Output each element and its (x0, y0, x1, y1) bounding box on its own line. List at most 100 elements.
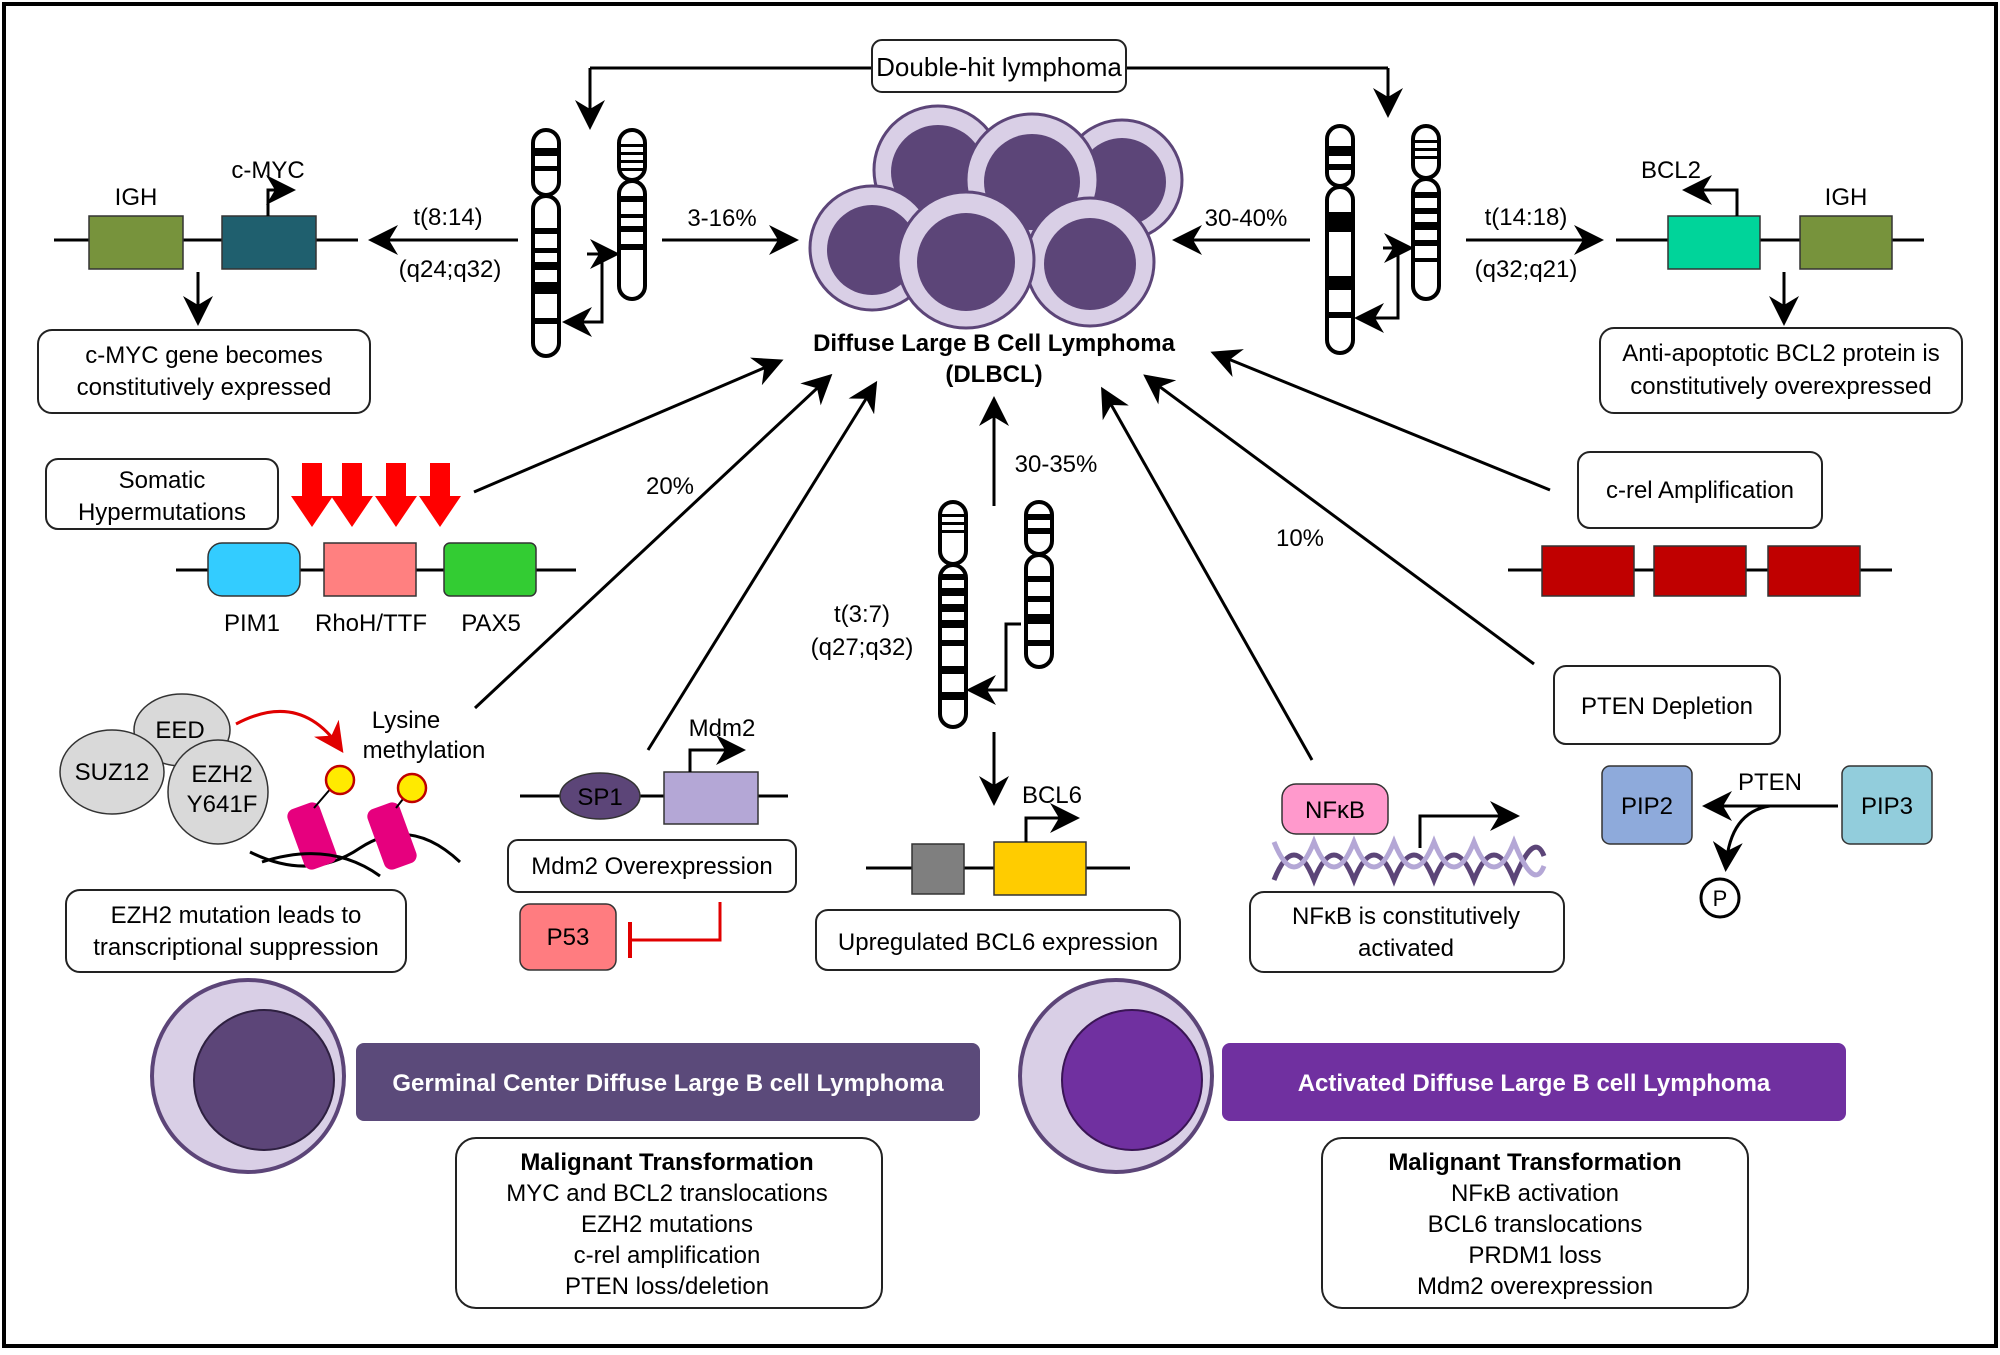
nfkb-result-line1: NFκB is constitutively (1292, 903, 1520, 930)
bcl6-gene-label: BCL6 (1022, 782, 1082, 809)
methylation-arrow (235, 710, 344, 753)
igh-gene-left (88, 215, 184, 270)
chromosome-7 (1024, 500, 1054, 669)
mdm2-gene (663, 771, 759, 825)
crel-gene-copy (1541, 545, 1635, 597)
mdm2-to-dlbcl-arrow (646, 380, 878, 751)
pim1-label: PIM1 (224, 610, 280, 637)
prc2-complex (59, 693, 269, 845)
abc-item: BCL6 translocations (1428, 1211, 1643, 1238)
bcl6-upstream-region (911, 843, 965, 895)
gcb-item: MYC and BCL2 translocations (506, 1180, 828, 1207)
phosphate-icon (1699, 877, 1741, 919)
somatic-percent: 20% (646, 473, 694, 500)
mdm2-gene-label: Mdm2 (689, 715, 756, 742)
gcb-item: EZH2 mutations (581, 1211, 753, 1238)
bcl2-gene (1667, 215, 1761, 270)
dlbcl-title-abbrev: (DLBCL) (945, 361, 1042, 388)
eed-label: EED (155, 717, 204, 744)
exchange-arrow-3-7 (966, 622, 1019, 705)
exchange-arrow-8-14 (562, 252, 604, 337)
pax5-gene (443, 542, 537, 597)
abc-item: Mdm2 overexpression (1417, 1273, 1653, 1300)
pten-enzyme-label: PTEN (1738, 769, 1802, 796)
bcl6-result-label: Upregulated BCL6 expression (838, 929, 1158, 956)
t3-7-label: t(3:7) (834, 601, 890, 628)
somatic-box (45, 458, 279, 530)
pax5-label: PAX5 (461, 610, 521, 637)
igh-gene-right (1799, 215, 1893, 270)
myc-result-line2: constitutively expressed (77, 374, 332, 401)
abc-item: PRDM1 loss (1468, 1242, 1601, 1269)
crel-to-dlbcl-arrow (1210, 349, 1551, 492)
abc-heading: Malignant Transformation (1388, 1149, 1681, 1176)
ezh2-to-dlbcl-arrow (473, 373, 833, 710)
pten-depletion-label: PTEN Depletion (1581, 693, 1753, 720)
pten-box (1553, 665, 1781, 745)
t8-14-bands: (q24;q32) (399, 256, 502, 283)
abc-cell-icon (1018, 978, 1214, 1174)
nfkb-result-box (1249, 891, 1565, 973)
methyl-group-icon (324, 764, 356, 796)
t3-7-bands: (q27;q32) (811, 634, 914, 661)
cell (1024, 196, 1156, 328)
somatic-to-dlbcl-arrow (473, 357, 784, 494)
t14-18-label: t(14:18) (1485, 204, 1568, 231)
cmyc-label: c-MYC (231, 157, 304, 184)
phosphate-release-arrow (1712, 804, 1771, 872)
rhoh-label: RhoH/TTF (315, 610, 427, 637)
nfkb-result-line2: activated (1358, 935, 1454, 962)
nfkb-protein (1281, 783, 1389, 835)
gcb-item: c-rel amplification (574, 1242, 761, 1269)
bcl2-result-line1: Anti-apoptotic BCL2 protein is (1622, 340, 1940, 367)
gcb-item: PTEN loss/deletion (565, 1273, 769, 1300)
somatic-line2: Hypermutations (78, 499, 246, 526)
bcl2-result-line2: constitutively overexpressed (1630, 373, 1931, 400)
bcl6-promoter-arrow (1024, 803, 1080, 842)
chromosome-14 (617, 128, 647, 301)
crel-gene-copy (1767, 545, 1861, 597)
bcl2-label: BCL2 (1641, 157, 1701, 184)
t14-18-bands: (q32;q21) (1475, 256, 1578, 283)
mutation-arrow-icon (375, 463, 417, 527)
gcb-transformation-box (455, 1137, 883, 1309)
nfkb-label: NFκB (1305, 797, 1365, 824)
mdm2-result-box (507, 839, 797, 893)
p53-box (519, 903, 617, 971)
suz12-protein (59, 729, 165, 815)
myc-result-line1: c-MYC gene becomes (85, 342, 322, 369)
pim1-gene (207, 542, 301, 597)
bcl6-percent: 30-35% (1015, 451, 1098, 478)
ezh2-label: EZH2 (191, 761, 252, 788)
abc-banner (1222, 1043, 1846, 1121)
phosphate-label: P (1713, 886, 1728, 911)
ezh2-result-line2: transcriptional suppression (93, 934, 378, 961)
bcl2-promoter-arrow (1682, 175, 1739, 216)
methylation-line1: Lysine (372, 707, 440, 734)
sp1-protein (559, 772, 641, 820)
somatic-line1: Somatic (119, 467, 206, 494)
pten-to-dlbcl-arrow (1143, 374, 1535, 666)
chromosome-18 (1411, 124, 1441, 301)
methyl-group-icon (396, 772, 428, 804)
mutation-arrow-icon (331, 463, 373, 527)
cell (896, 190, 1036, 330)
crel-label: c-rel Amplification (1606, 477, 1794, 504)
p53-inhibition-line (630, 902, 722, 942)
bcl2-result-box (1599, 327, 1963, 414)
pip2-box (1601, 765, 1693, 845)
nfkb-to-dlbcl-arrow (1101, 386, 1314, 761)
nfkb-percent: 10% (1276, 525, 1324, 552)
gcb-cell-icon (150, 978, 346, 1174)
cmyc-gene (221, 215, 317, 270)
methylation-line2: methylation (363, 737, 486, 764)
dlbcl-title: Diffuse Large B Cell Lymphoma (813, 330, 1175, 357)
mdm2-promoter-arrow (688, 735, 746, 772)
bcl2-percent: 30-40% (1205, 205, 1288, 232)
exchange-arrow-14-18 (1354, 246, 1400, 333)
dna-helix-icon (1271, 835, 1547, 887)
bcl6-gene (993, 841, 1087, 896)
